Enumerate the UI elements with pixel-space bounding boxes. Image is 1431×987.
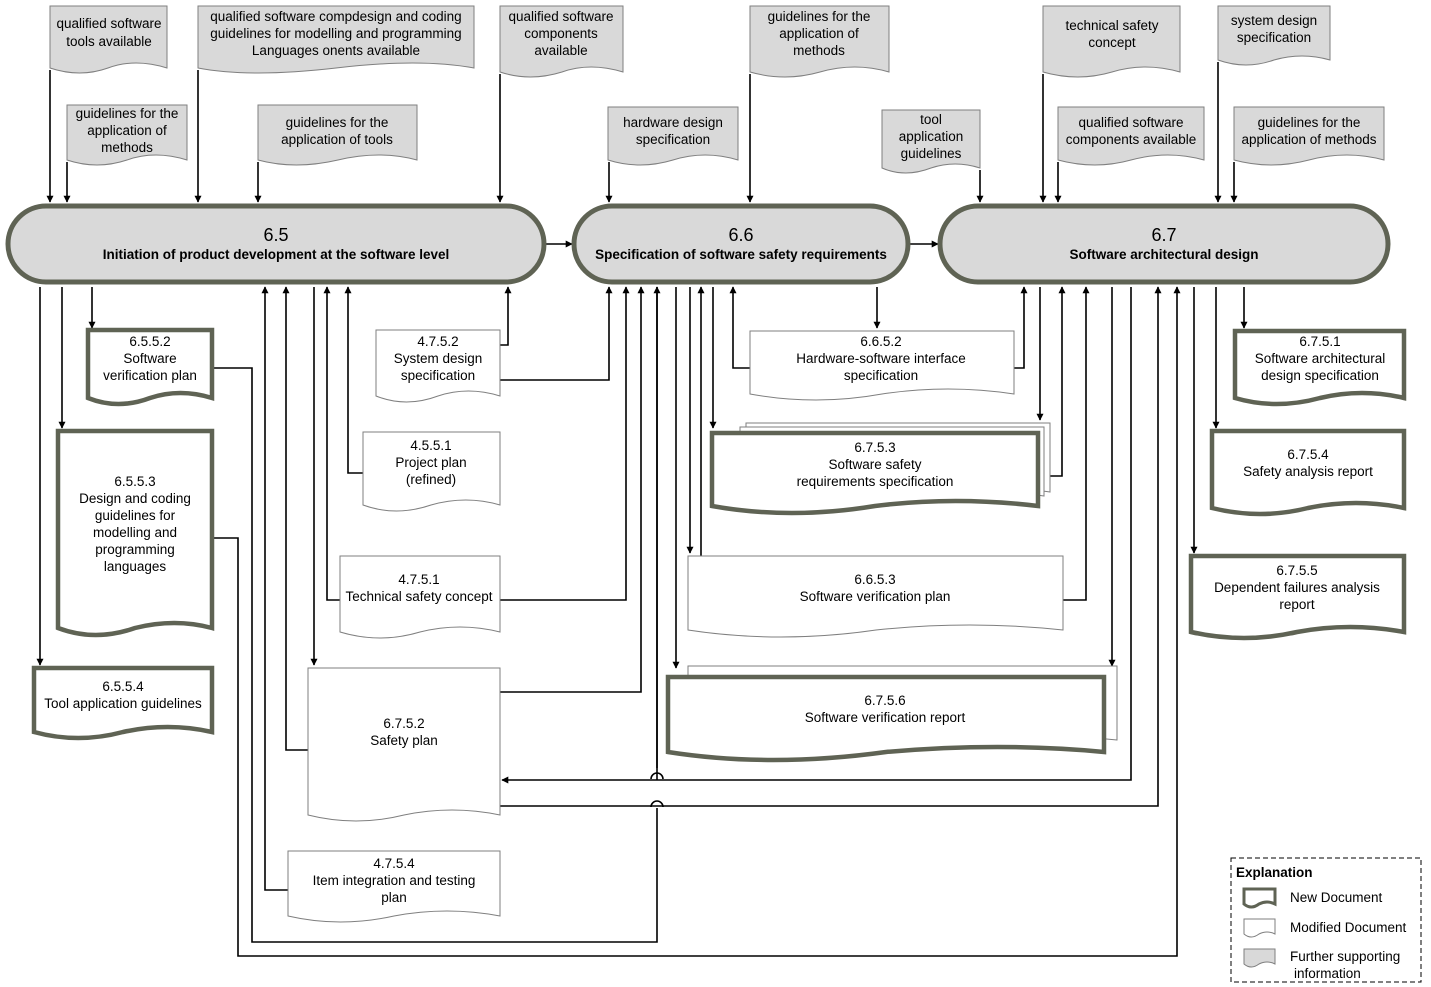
svg-text:qualified software compdesign: qualified software compdesign and coding… <box>210 9 461 58</box>
process-6-7[interactable]: 6.7 Software architectural design <box>937 203 1391 285</box>
process-6-5[interactable]: 6.5 Initiation of product development at… <box>5 203 547 285</box>
svg-text:Specification of software safe: Specification of software safety require… <box>595 247 887 262</box>
legend-new-document: New Document <box>1242 887 1383 909</box>
support-arrows <box>46 62 1238 203</box>
support-coding-guidelines: qualified software compdesign and coding… <box>197 5 475 74</box>
legend-modified-document: Modified Document <box>1243 918 1407 938</box>
svg-text:6.5: 6.5 <box>263 225 288 245</box>
svg-text:6.7: 6.7 <box>1151 225 1176 245</box>
connector-lines <box>36 286 1248 957</box>
svg-text:Explanation: Explanation <box>1236 865 1313 880</box>
svg-text:6.6: 6.6 <box>728 225 753 245</box>
legend: Explanation New Document Modified Docume… <box>1230 857 1422 983</box>
svg-text:Software architectural design: Software architectural design <box>1069 247 1258 262</box>
svg-text:Initiation of product developm: Initiation of product development at the… <box>103 247 450 262</box>
svg-text:New Document: New Document <box>1290 890 1383 905</box>
svg-text:Modified Document: Modified Document <box>1290 920 1407 935</box>
process-6-6[interactable]: 6.6 Specification of software safety req… <box>571 203 911 285</box>
